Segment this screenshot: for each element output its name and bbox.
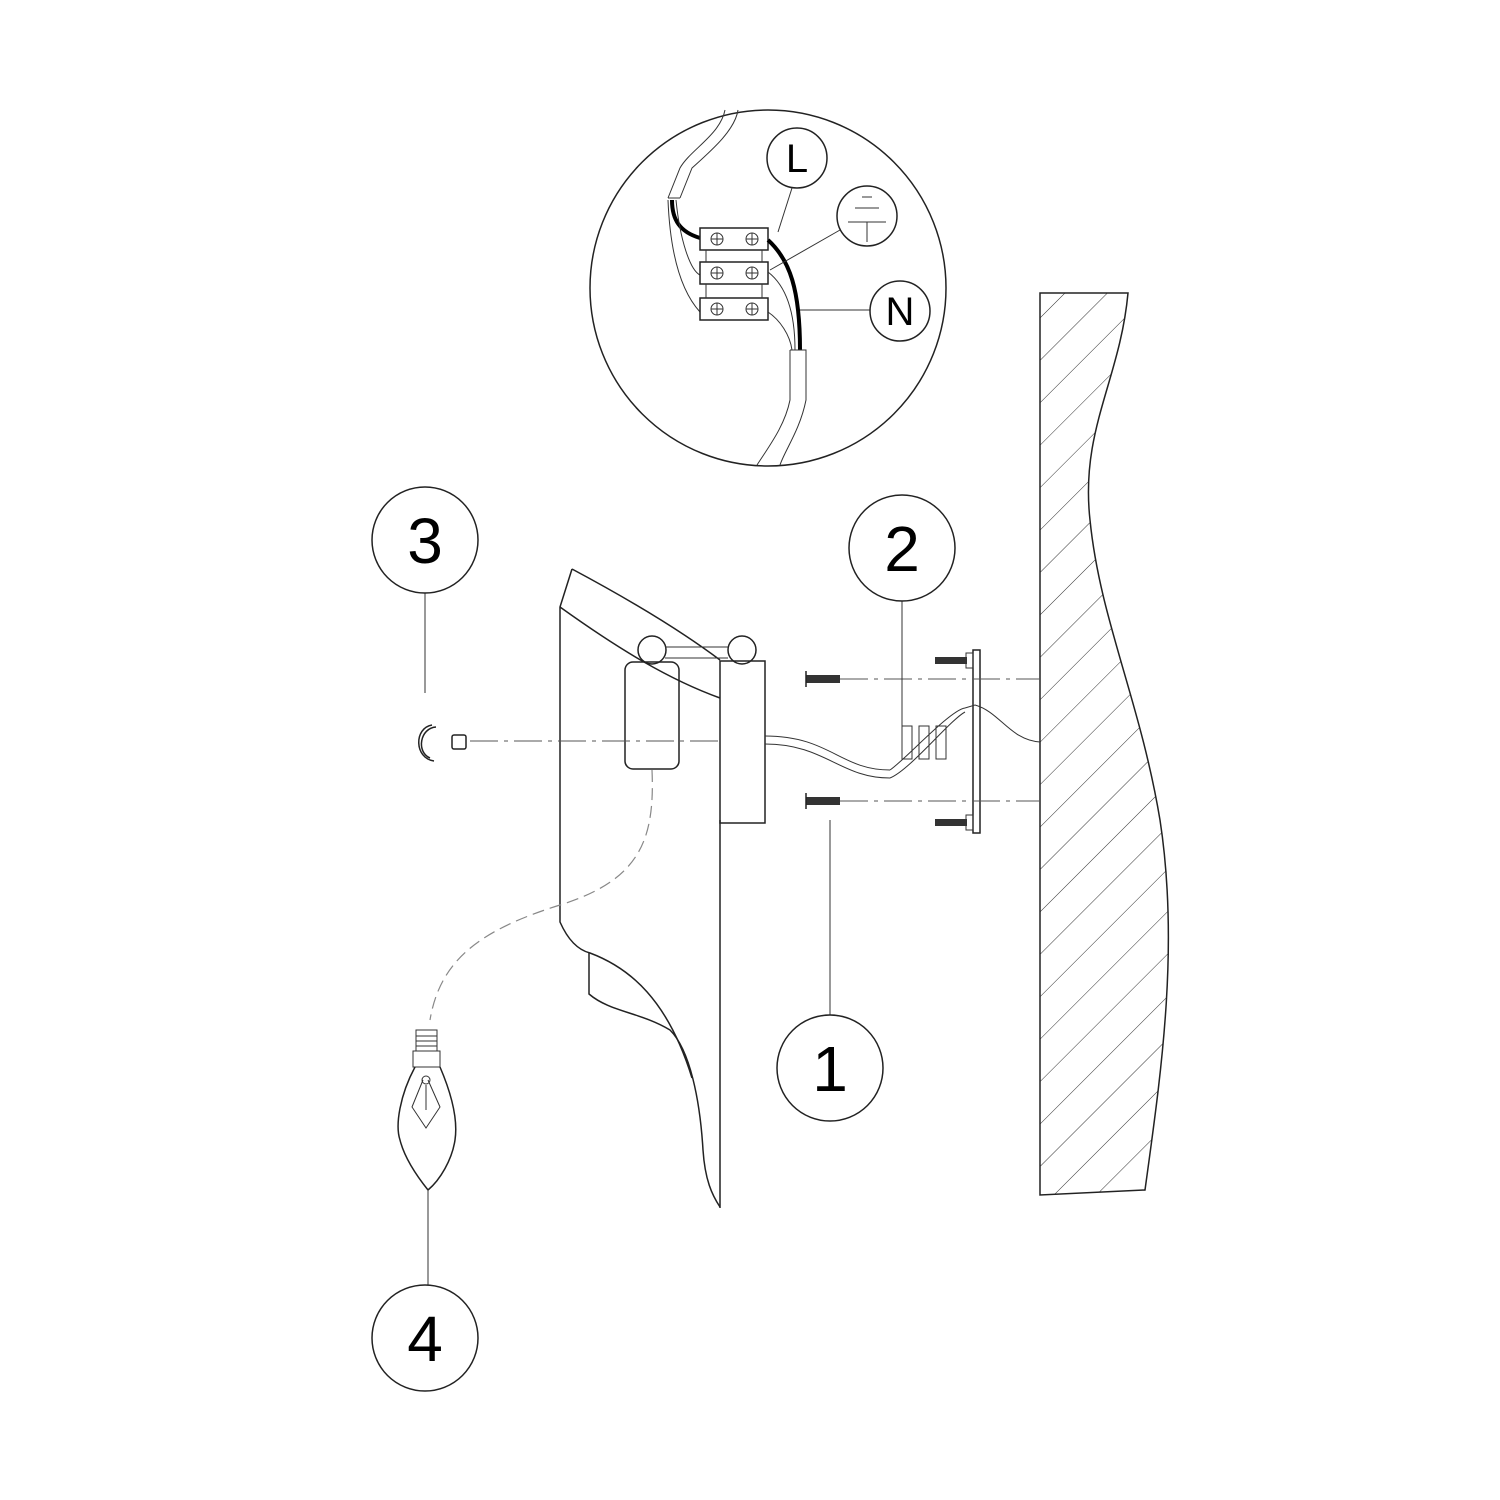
earth-icon	[836, 185, 898, 247]
neutral-label: N	[869, 280, 931, 342]
svg-text:1: 1	[812, 1033, 848, 1105]
svg-text:3: 3	[407, 505, 443, 577]
callout-1: 1	[776, 1014, 884, 1122]
mounting-box	[719, 660, 766, 824]
callout-4: 4	[371, 1284, 479, 1392]
light-bulb-icon	[397, 1029, 457, 1192]
svg-text:2: 2	[884, 513, 920, 585]
terminal-block-small	[901, 725, 947, 760]
wall-plate	[972, 649, 981, 834]
retaining-clip-icon	[418, 724, 467, 762]
live-label: L	[766, 127, 828, 189]
callout-2: 2	[848, 494, 956, 602]
svg-text:L: L	[786, 137, 808, 181]
svg-text:N: N	[886, 290, 915, 334]
callout-3: 3	[371, 486, 479, 594]
wiring-detail-inset: L N	[589, 109, 947, 467]
lamp-holder	[624, 635, 757, 770]
wall-section	[1039, 292, 1170, 1196]
terminal-block	[699, 227, 769, 321]
lamp-shade	[559, 568, 721, 1208]
svg-text:4: 4	[407, 1303, 443, 1375]
screw-icon	[805, 652, 974, 831]
